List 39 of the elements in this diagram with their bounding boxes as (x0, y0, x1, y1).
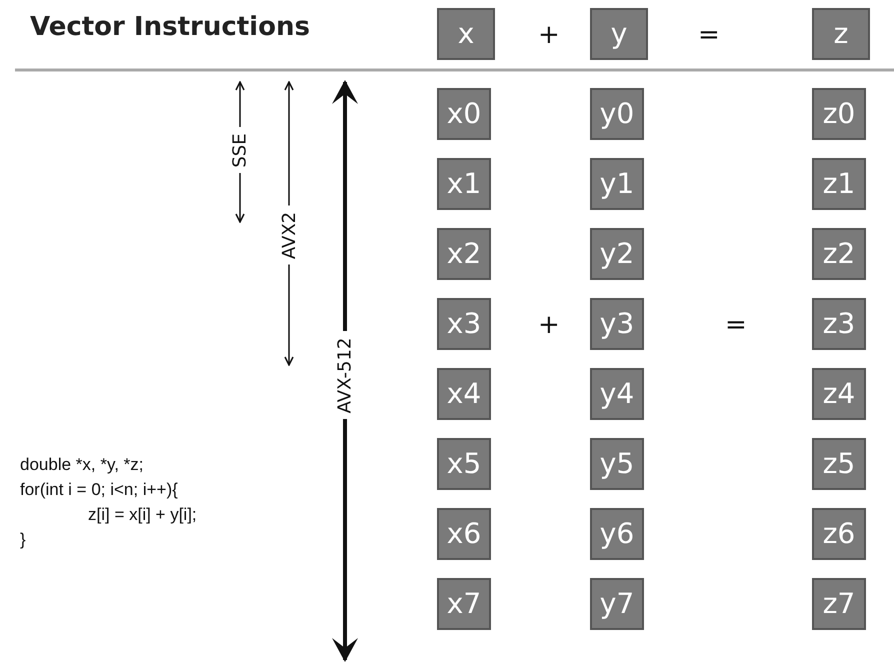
code-line: z[i] = x[i] + y[i]; (88, 505, 197, 525)
vector-element-box: x3 (437, 298, 491, 350)
vector-element-box: y3 (590, 298, 644, 350)
vector-element-box: z2 (812, 228, 866, 280)
code-line: } (20, 530, 26, 550)
vector-element-box: x1 (437, 158, 491, 210)
vector-element-box: x (437, 8, 495, 60)
vector-element-box: y7 (590, 578, 644, 630)
vector-element-box: x4 (437, 368, 491, 420)
vector-element-box: x7 (437, 578, 491, 630)
vector-element-box: x0 (437, 88, 491, 140)
vector-element-box: z0 (812, 88, 866, 140)
vector-element-box: z3 (812, 298, 866, 350)
vector-element-box: y5 (590, 438, 644, 490)
vector-element-box: z (812, 8, 870, 60)
vector-element-box: y0 (590, 88, 644, 140)
operator-symbol: + (538, 310, 560, 340)
vector-element-box: x2 (437, 228, 491, 280)
diagram-title: Vector Instructions (30, 12, 310, 42)
register-width-label: AVX-512 (334, 337, 356, 413)
register-width-label: SSE (230, 132, 251, 168)
operator-symbol: = (698, 20, 720, 50)
code-line: double *x, *y, *z; (20, 455, 144, 475)
vector-element-box: z6 (812, 508, 866, 560)
vector-element-box: x6 (437, 508, 491, 560)
register-width-label: AVX2 (278, 211, 300, 259)
vector-element-box: x5 (437, 438, 491, 490)
vector-element-box: y4 (590, 368, 644, 420)
vector-element-box: z7 (812, 578, 866, 630)
vector-element-box: z4 (812, 368, 866, 420)
vector-element-box: y1 (590, 158, 644, 210)
vector-element-box: y6 (590, 508, 644, 560)
operator-symbol: + (538, 20, 560, 50)
vector-element-box: y2 (590, 228, 644, 280)
operator-symbol: = (725, 310, 747, 340)
code-line: for(int i = 0; i<n; i++){ (20, 480, 178, 500)
vector-element-box: y (590, 8, 648, 60)
vector-element-box: z5 (812, 438, 866, 490)
vector-element-box: z1 (812, 158, 866, 210)
